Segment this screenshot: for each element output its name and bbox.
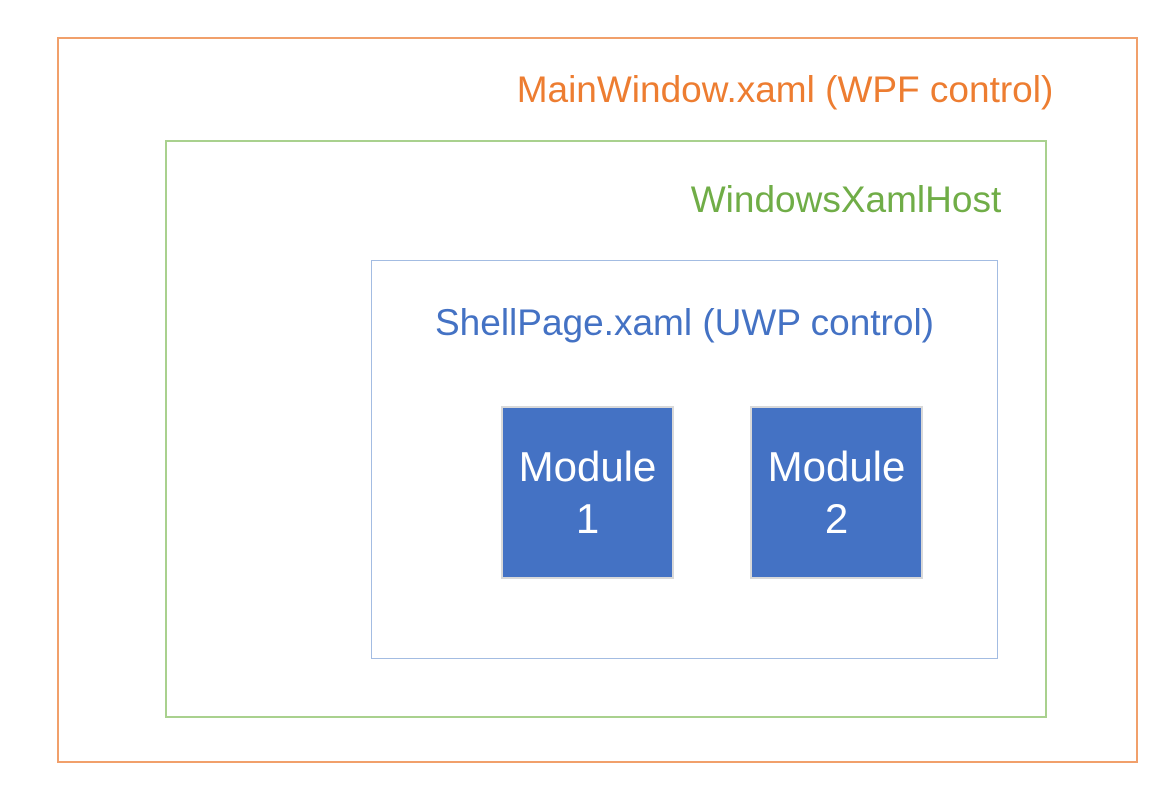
- module-1-box: Module 1: [501, 406, 674, 579]
- windows-xaml-host-label: WindowsXamlHost: [690, 179, 1002, 220]
- module-2-label-line2: 2: [824, 494, 849, 542]
- windows-xaml-host-box: [165, 140, 1047, 718]
- shellpage-uwp-label: ShellPage.xaml (UWP control): [435, 302, 934, 343]
- module-1-label-line1: Module: [518, 442, 657, 490]
- mainwindow-wpf-label: MainWindow.xaml (WPF control): [516, 69, 1054, 110]
- shellpage-uwp-box: [371, 260, 998, 659]
- module-2-box: Module 2: [750, 406, 923, 579]
- module-2-label-line1: Module: [767, 442, 906, 490]
- mainwindow-wpf-box: [57, 37, 1138, 763]
- module-1-label-line2: 1: [575, 494, 600, 542]
